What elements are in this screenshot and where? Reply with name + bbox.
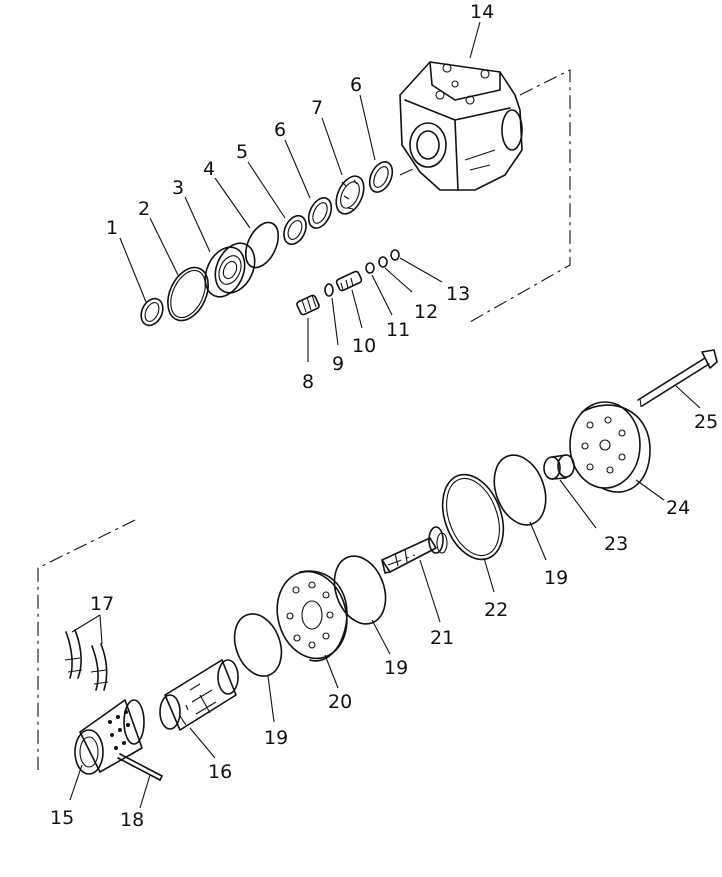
callout-4: 4 [203,158,215,180]
part-2-ring [167,266,209,322]
part-8-spring [296,294,320,316]
leader-19b [267,675,275,723]
callout-2: 2 [138,198,150,220]
leader-17b [99,614,103,645]
part-9-ring [324,283,334,297]
callout-19c: 19 [384,657,408,679]
part-5-ring [283,214,307,246]
part-4-ring [244,221,280,269]
leader-11 [371,274,393,316]
leader-22 [483,557,495,593]
leader-24 [635,479,665,501]
leader-13 [399,257,443,283]
callout-7: 7 [311,97,323,119]
leader-2 [149,217,179,276]
part-19-seal-b [233,613,283,677]
leader-15 [69,764,83,801]
leader-7 [321,117,343,176]
leader-6b [359,94,376,161]
leader-16 [189,727,216,759]
part-21-drive-shaft [381,526,448,574]
leader-20 [324,654,339,689]
part-25-bolt [637,349,718,408]
assembly-centerlines [37,69,571,770]
leader-10 [351,289,363,329]
leader-18 [139,774,151,809]
part-18-pin [117,753,163,781]
part-11-ring [365,262,375,274]
leader-23 [559,479,597,529]
callout-1: 1 [106,217,118,239]
leader-9 [331,297,339,346]
leader-21 [419,559,441,623]
callout-9: 9 [332,353,344,375]
leader-14 [469,21,481,59]
callout-18: 18 [120,809,144,831]
part-3-bushing [204,242,256,298]
leader-4 [214,177,251,229]
part-17-springs [64,629,109,691]
callout-25: 25 [694,411,718,433]
callout-14: 14 [470,1,494,23]
valve-housing [399,61,523,191]
leader-1 [119,237,147,303]
part-15-sleeve [74,699,145,775]
leader-3 [184,196,211,253]
leader-19c [371,619,391,655]
leader-19d [529,521,547,561]
leader-17a [71,614,101,633]
part-10-plunger [335,270,363,292]
leader-12 [384,267,413,293]
leader-6a [284,139,311,199]
callout-10: 10 [352,335,376,357]
callout-20: 20 [328,691,352,713]
part-7-bearing [335,175,365,215]
callout-23: 23 [604,533,628,555]
callout-17: 17 [90,593,114,615]
part-1-ring [140,297,164,327]
callout-labels: 1 2 3 4 5 6 7 6 14 8 9 10 11 12 13 25 24… [50,1,718,831]
callout-16: 16 [208,761,232,783]
part-12-ring [378,256,388,268]
callout-11: 11 [386,319,410,341]
part-16-spool [159,659,239,731]
callout-13: 13 [446,283,470,305]
callout-24: 24 [666,497,690,519]
callout-8: 8 [302,371,314,393]
callout-15: 15 [50,807,74,829]
leader-5 [247,161,286,219]
part-6-washer-a [307,197,333,229]
part-24-end-cap [569,401,651,493]
part-23-spacer [543,454,575,480]
callout-6a: 6 [274,119,286,141]
callout-12: 12 [414,301,438,323]
callout-19b: 19 [264,727,288,749]
part-19-seal-d [493,454,547,526]
callout-6b: 6 [350,74,362,96]
part-13-ring [390,249,400,261]
callout-19d: 19 [544,567,568,589]
leader-25 [675,385,701,409]
part-20-gerotor-plate [276,570,348,662]
part-6-washer-b [368,161,394,193]
callout-5: 5 [236,141,248,163]
callout-22: 22 [484,599,508,621]
callout-3: 3 [172,177,184,199]
part-19-seal-c [333,555,387,625]
part-22-ring [441,473,505,561]
callout-21: 21 [430,627,454,649]
